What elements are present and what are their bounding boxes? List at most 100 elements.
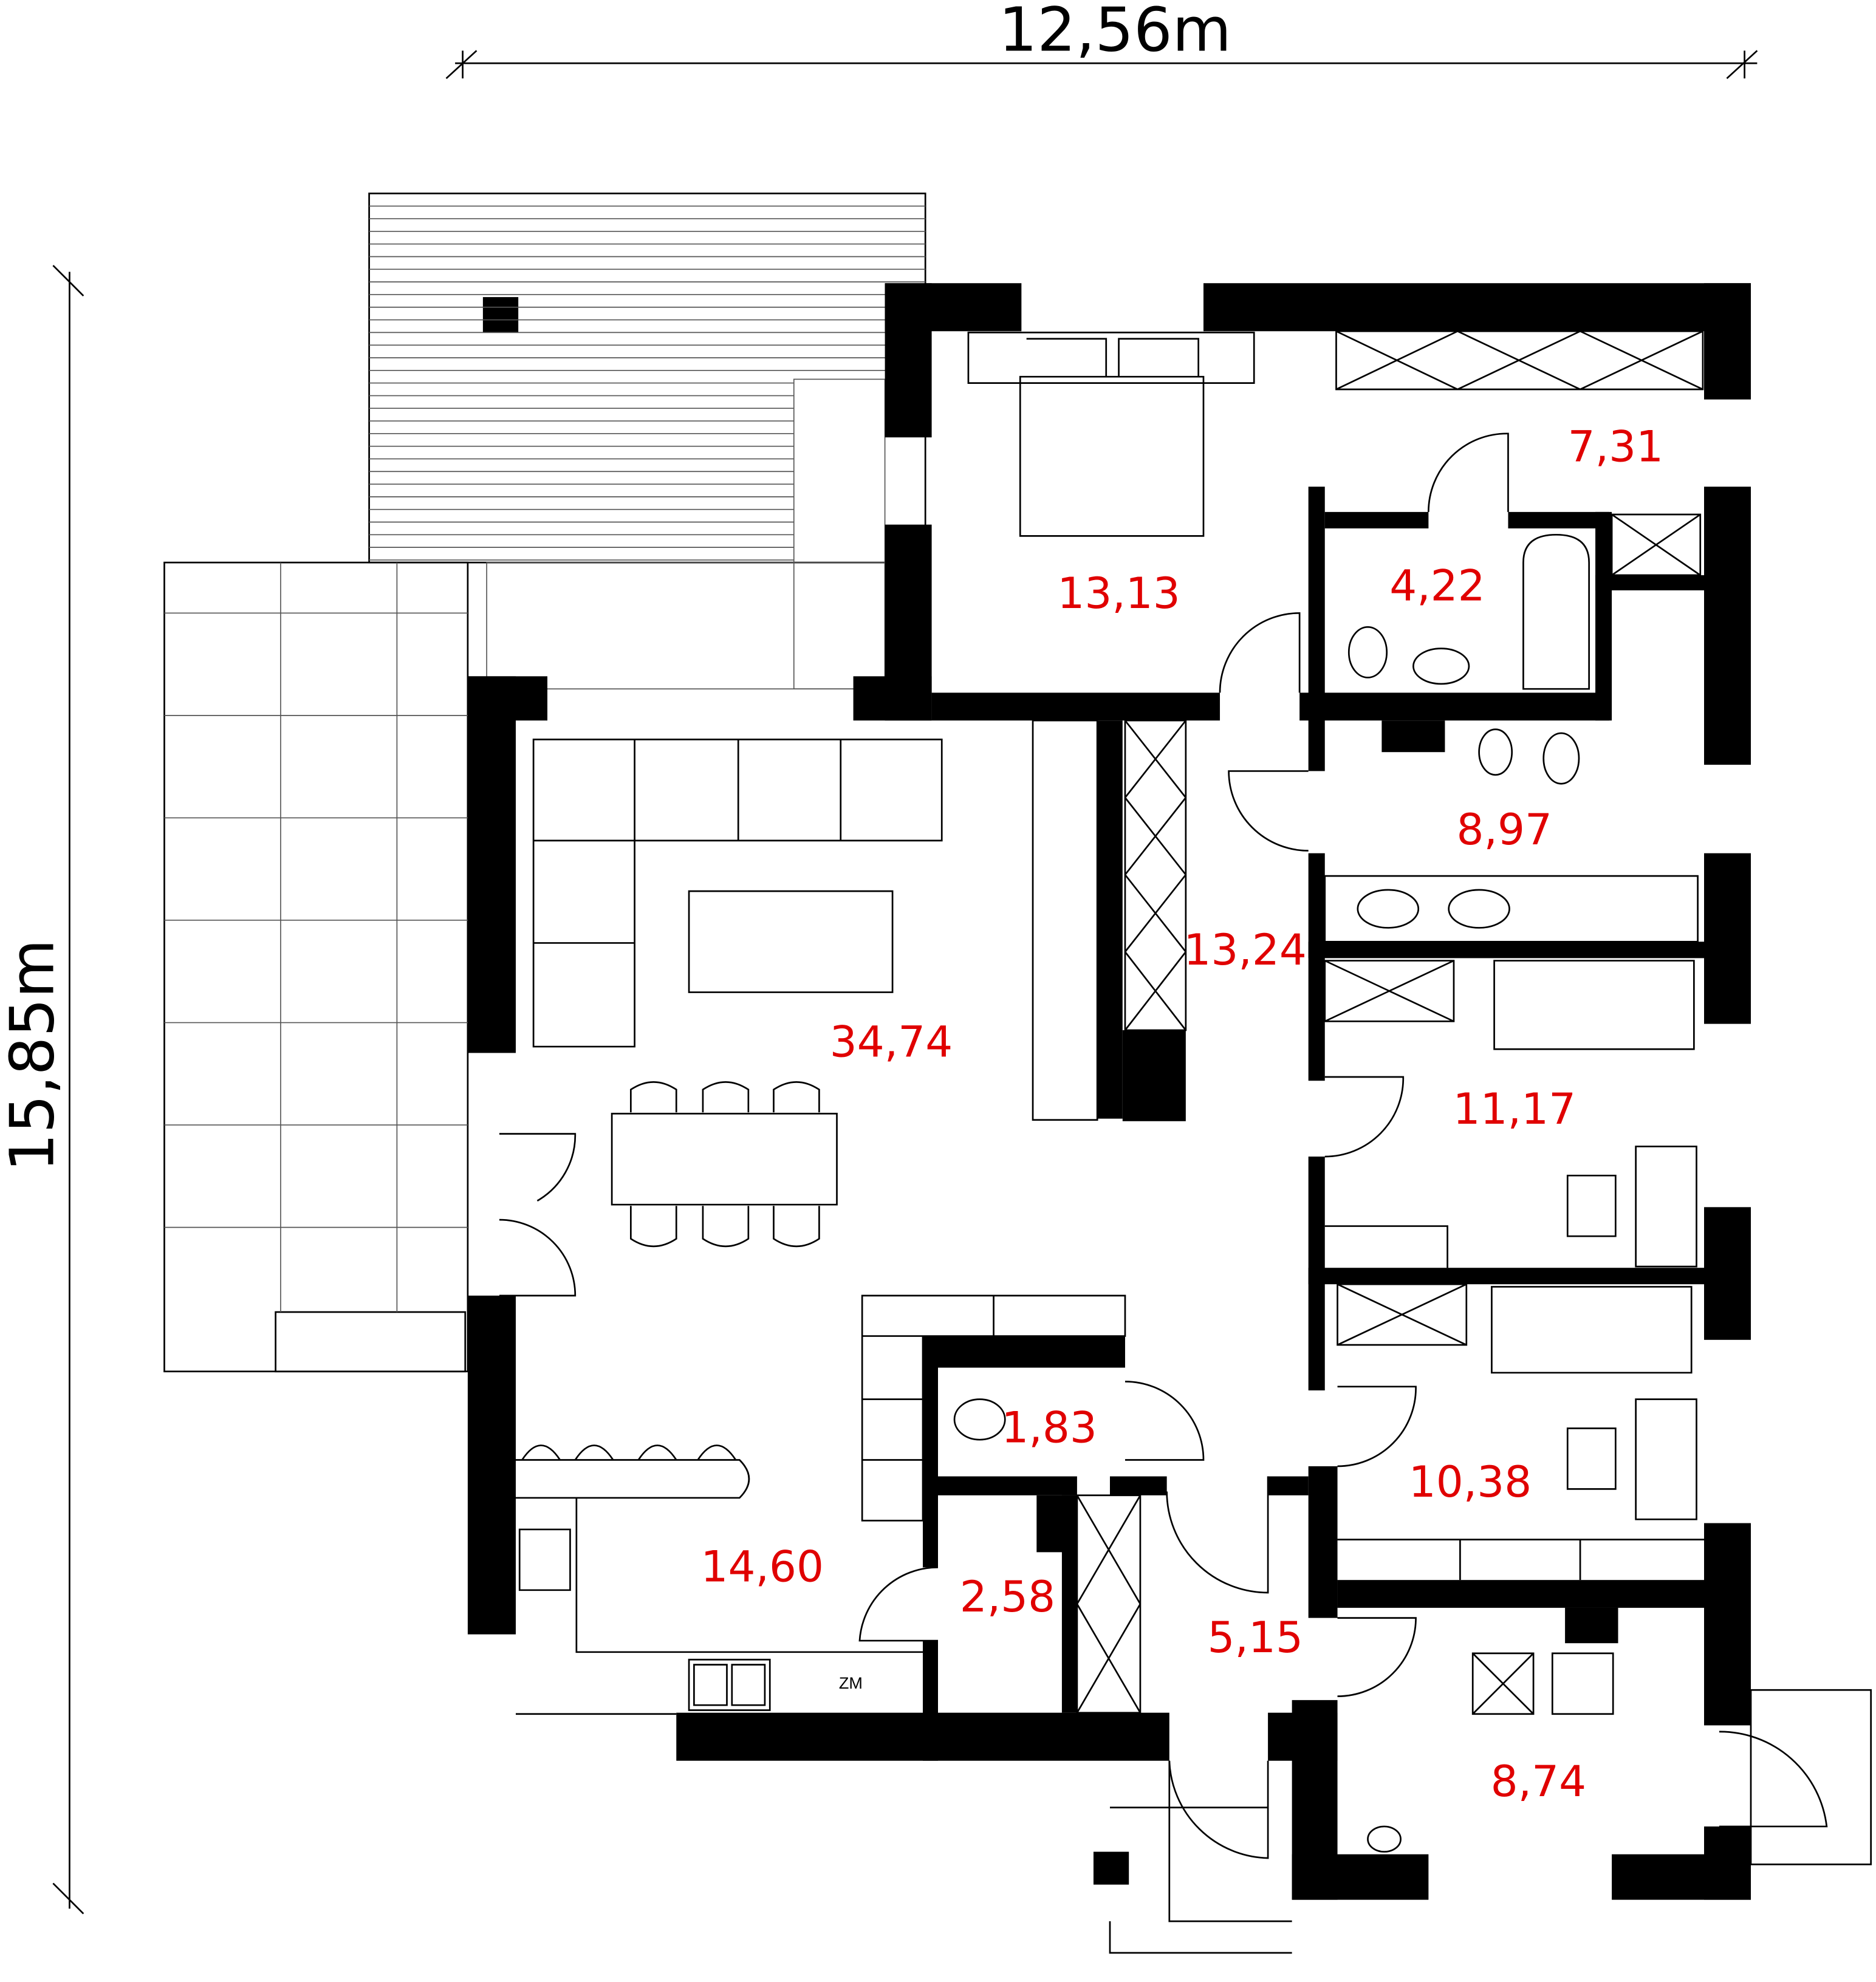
wall	[1704, 1207, 1751, 1340]
wall	[1704, 853, 1751, 1024]
wall	[1308, 941, 1705, 959]
kitchen-cabinets	[861, 1294, 1126, 1522]
wall	[1337, 1580, 1705, 1608]
paved-terrace	[163, 378, 886, 1373]
wall	[1704, 487, 1751, 765]
wall	[931, 692, 1220, 721]
area-label-kitchen: 14,60	[701, 1541, 824, 1591]
room2-furniture	[1337, 1283, 1705, 1580]
wall	[853, 676, 932, 721]
wall	[1308, 1466, 1338, 1618]
terrace-deck	[368, 193, 926, 564]
width-label: 12,56m	[999, 0, 1231, 65]
wardrobe	[1335, 330, 1704, 391]
wall	[467, 676, 516, 1053]
wall	[1308, 1268, 1705, 1285]
pantry-shelf	[1076, 1494, 1142, 1714]
wall	[1595, 511, 1612, 721]
toilet	[1478, 728, 1513, 776]
terrace-strip	[793, 378, 886, 690]
wall	[467, 676, 548, 721]
washbasin	[1448, 889, 1510, 929]
wall	[1308, 853, 1325, 1081]
kitchen-counter	[515, 1497, 923, 1715]
washbasin	[1412, 648, 1470, 685]
toilet	[1347, 626, 1388, 678]
furniture	[515, 330, 1872, 1954]
wall	[923, 1336, 938, 1568]
wall	[1109, 1476, 1167, 1495]
door-swing	[1337, 1386, 1417, 1468]
area-label-entrance: 5,15	[1208, 1612, 1304, 1662]
terrace-outline	[163, 561, 469, 1373]
area-label-living-room: 34,74	[830, 1017, 953, 1067]
door-swing	[1324, 1076, 1405, 1158]
width-dimension: 12,56m	[445, 0, 1758, 80]
washbasin	[1367, 1825, 1402, 1853]
wall	[1565, 1607, 1618, 1644]
vanity	[1324, 875, 1699, 943]
washbasin	[1357, 889, 1420, 929]
area-label-room-1: 11,17	[1453, 1084, 1576, 1134]
door-swing	[499, 1133, 577, 1297]
sofa	[532, 739, 943, 1048]
kitchen-zm-label: ZM	[839, 1674, 863, 1692]
wall	[923, 1641, 938, 1761]
terrace-strip	[486, 562, 886, 690]
room-labels: 13,13 7,31 4,22 8,97 13,24 34,74 11,17 1…	[701, 422, 1664, 1806]
shower	[1611, 513, 1702, 576]
hall-cabinet	[1032, 719, 1187, 1121]
wall	[1704, 283, 1751, 400]
deck-outline	[368, 193, 926, 564]
bathtub	[1522, 533, 1590, 690]
wall	[1061, 1495, 1077, 1713]
door-swing	[1337, 1617, 1417, 1697]
wall	[1381, 720, 1445, 753]
door-swing	[1125, 1381, 1205, 1461]
wall	[1324, 511, 1429, 528]
utility-furniture	[1471, 1652, 1872, 1865]
wall	[1097, 720, 1123, 1119]
wall	[1595, 575, 1705, 590]
toilet	[953, 1398, 1006, 1441]
entrance-porch	[1109, 1760, 1292, 1954]
area-label-room-2: 10,38	[1409, 1457, 1532, 1507]
area-label-bathroom-main: 8,97	[1456, 804, 1552, 855]
wall	[923, 1336, 1125, 1368]
deck-boards	[369, 205, 926, 561]
area-label-wc: 1,83	[1001, 1402, 1097, 1452]
wall	[1612, 1854, 1751, 1900]
wall	[1299, 692, 1609, 721]
dining-table	[611, 1112, 838, 1206]
wall	[1508, 511, 1609, 528]
wall	[1093, 1851, 1129, 1885]
walls	[467, 283, 1751, 1900]
chairs	[629, 1081, 820, 1248]
area-label-bedroom: 13,13	[1057, 568, 1180, 618]
toilet	[1542, 732, 1580, 785]
chimney	[482, 297, 519, 333]
wall	[1308, 487, 1325, 771]
wall	[1704, 1523, 1751, 1726]
door-swing	[1168, 1760, 1269, 1859]
wall	[885, 283, 932, 438]
area-label-bathroom-upper: 4,22	[1389, 561, 1485, 611]
wall	[467, 1295, 516, 1635]
bed	[967, 332, 1255, 537]
area-label-hall: 13,24	[1183, 924, 1307, 975]
height-label: 15,85m	[0, 939, 67, 1172]
door-swing	[858, 1567, 939, 1642]
door-swing	[1166, 1476, 1269, 1594]
tile-grid	[164, 562, 468, 1313]
room1-furniture	[1324, 960, 1697, 1268]
height-dimension: 15,85m	[0, 265, 84, 1915]
door-swing	[1219, 612, 1301, 693]
door-swing	[1428, 432, 1509, 512]
wall	[1122, 1030, 1186, 1121]
area-label-wardrobe: 7,31	[1568, 422, 1664, 472]
doors	[499, 432, 1828, 1859]
terrace-step	[275, 1311, 467, 1373]
wall	[1268, 1712, 1338, 1761]
door-swing	[1228, 770, 1309, 852]
